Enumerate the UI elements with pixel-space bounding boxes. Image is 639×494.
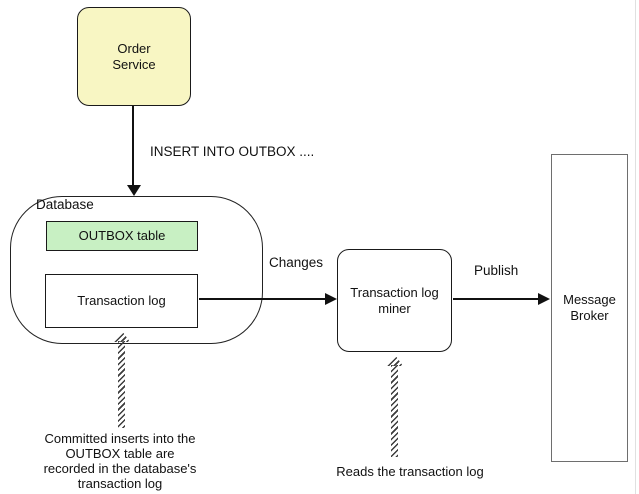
arrowhead-right-icon	[538, 293, 550, 305]
publish-edge-label: Publish	[474, 263, 519, 278]
changes-edge-label: Changes	[269, 255, 324, 270]
message-broker-node: Message Broker	[551, 154, 628, 462]
page-right-border	[635, 0, 636, 494]
committed-inserts-note: Committed inserts into the OUTBOX table …	[43, 431, 197, 491]
order-service-node: Order Service	[77, 7, 191, 106]
outbox-table-node: OUTBOX table	[46, 221, 198, 251]
insert-arrow-line	[132, 106, 134, 185]
order-service-label: Order Service	[112, 40, 156, 72]
hatched-arrowhead-up-icon	[387, 355, 403, 366]
hatched-arrow-line	[391, 365, 398, 457]
insert-edge-label: INSERT INTO OUTBOX ....	[150, 144, 315, 159]
arrowhead-right-icon	[325, 293, 337, 305]
outbox-table-label: OUTBOX table	[78, 228, 166, 243]
reads-transaction-log-note: Reads the transaction log	[336, 464, 484, 479]
transaction-log-miner-label: Transaction log miner	[350, 284, 439, 316]
hatched-arrowhead-up-icon	[114, 331, 130, 342]
transaction-log-label: Transaction log	[77, 293, 166, 308]
transaction-log-miner-node: Transaction log miner	[337, 249, 452, 352]
message-broker-label: Message Broker	[563, 292, 616, 323]
transaction-log-node: Transaction log	[45, 274, 198, 328]
publish-arrow-line	[453, 298, 539, 300]
hatched-arrow-line	[118, 341, 125, 428]
changes-arrow-line	[199, 298, 326, 300]
arrowhead-down-icon	[127, 185, 141, 196]
database-label: Database	[36, 197, 94, 212]
